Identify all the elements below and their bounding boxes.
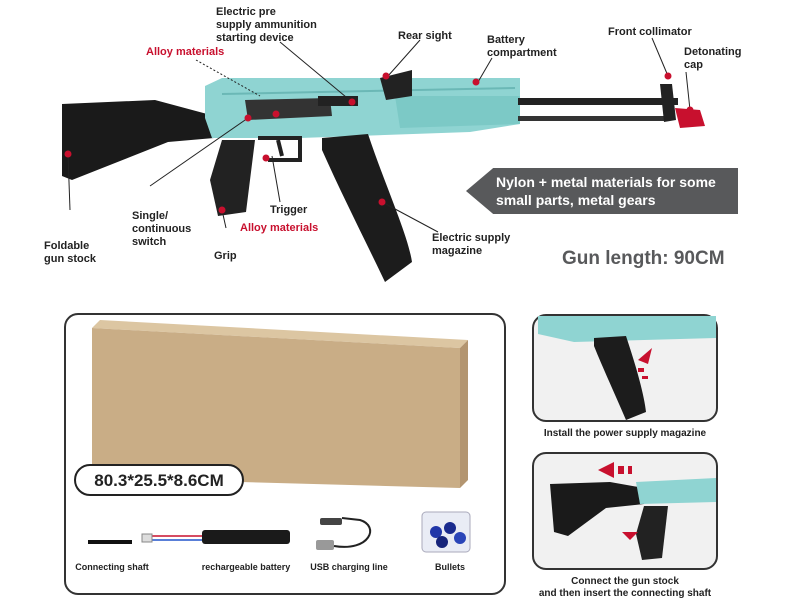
label-alloy-top: Alloy materials (146, 46, 225, 58)
label-detonating-cap: Detonating cap (684, 46, 742, 71)
label-grip: Grip (214, 250, 237, 262)
label-single-switch: Single/ continuous switch (132, 210, 192, 248)
step1-caption: Install the power supply magazine (543, 428, 707, 439)
box-dimensions: 80.3*25.5*8.6CM (74, 464, 244, 496)
label-electric-pre: Electric pre supply ammunition starting … (216, 6, 317, 44)
accessory-battery: rechargeable battery (201, 562, 291, 572)
step2-caption: Connect the gun stock and then insert th… (538, 576, 712, 599)
accessory-connecting-shaft: Connecting shaft (75, 562, 149, 572)
step1-illustration (538, 316, 716, 420)
label-rear-sight: Rear sight (398, 30, 452, 42)
label-electric-magazine: Electric supply magazine (432, 232, 511, 257)
box-illustration (92, 320, 468, 488)
gun-illustration (62, 37, 705, 282)
step2-illustration (550, 462, 716, 560)
label-foldable-stock: Foldable gun stock (44, 240, 96, 265)
materials-banner: Nylon + metal materials for some small p… (466, 168, 738, 214)
label-battery-compartment: Battery compartment (487, 34, 557, 59)
gun-length: Gun length: 90CM (562, 248, 725, 269)
label-trigger: Trigger (270, 204, 308, 216)
label-front-collimator: Front collimator (608, 26, 692, 38)
accessories-illustration (88, 511, 471, 553)
accessory-usb-line: USB charging line (310, 562, 388, 572)
accessory-bullets: Bullets (434, 562, 465, 572)
label-alloy-bottom: Alloy materials (240, 222, 319, 234)
